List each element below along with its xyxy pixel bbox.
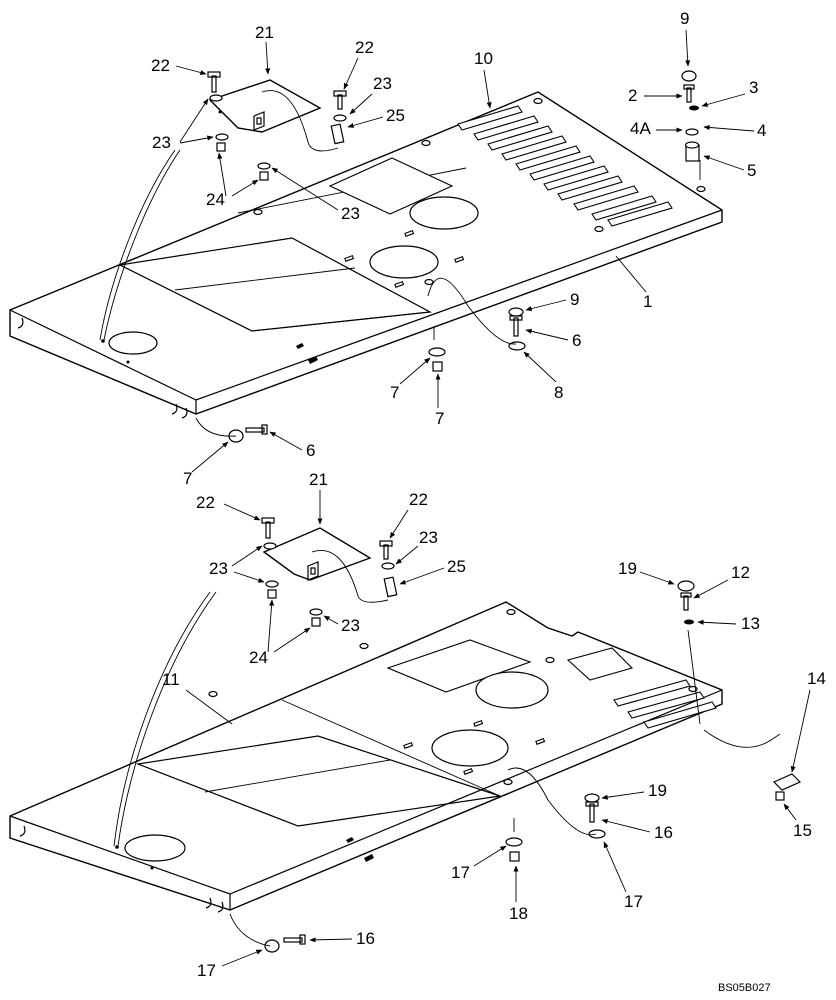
lower-pedal-hole: [124, 834, 186, 862]
upper-floor-plate: [9, 91, 723, 419]
callout-3: 3: [749, 78, 758, 97]
lower-callouts: 21 22 22 23 23 23 24 25 19 12 13 14: [162, 470, 826, 980]
upper-assembly: 21 22 22 23 23 23 24 25 10 9 2 3: [9, 9, 766, 488]
callout-11: 11: [162, 670, 180, 689]
callout-4A: 4A: [630, 119, 651, 138]
callout-5: 5: [747, 161, 756, 180]
callout-19: 19: [648, 781, 667, 800]
callout-13: 13: [741, 614, 760, 633]
callout-16: 16: [654, 823, 673, 842]
callout-7: 7: [183, 469, 192, 488]
lower-hardware: [261, 517, 802, 801]
callout-19: 19: [618, 559, 637, 578]
callout-21: 21: [309, 470, 328, 489]
callout-10: 10: [474, 49, 493, 68]
upper-bracket-21: [208, 79, 345, 152]
lower-bracket-21: [262, 527, 398, 603]
callout-17: 17: [624, 892, 643, 911]
callout-22: 22: [151, 56, 170, 75]
callout-15: 15: [793, 821, 812, 840]
callout-8: 7: [435, 409, 444, 428]
callout-25: 25: [386, 106, 405, 125]
callout-23: 23: [341, 616, 360, 635]
callout-7: 8: [554, 383, 563, 402]
callout-23: 23: [373, 74, 392, 93]
drawing-code: BS05B027: [718, 982, 771, 994]
upper-pedal-hole: [108, 331, 158, 355]
callout-22: 22: [409, 490, 428, 509]
callout-16: 16: [356, 929, 375, 948]
callout-25: 25: [447, 557, 466, 576]
upper-hardware: [207, 70, 700, 181]
upper-callouts: 21 22 22 23 23 23 24 25 10 9 2 3: [151, 9, 766, 488]
callout-17: 17: [197, 961, 216, 980]
callout-23: 23: [152, 133, 171, 152]
callout-24: 24: [206, 190, 225, 209]
lower-floor-plate: [9, 601, 723, 913]
lower-grille-slots: [613, 679, 717, 729]
callout-22: 22: [196, 493, 215, 512]
callout-23: 23: [341, 204, 360, 223]
upper-grille-slots: [457, 105, 673, 227]
callout-23: 23: [419, 528, 438, 547]
callout-21: 21: [255, 23, 274, 42]
callout-18: 18: [509, 904, 528, 923]
callout-9: 9: [570, 290, 579, 309]
callout-2: 2: [628, 86, 637, 105]
callout-17: 17: [451, 863, 470, 882]
callout-24: 24: [249, 648, 268, 667]
callout-22: 22: [355, 38, 374, 57]
callout-9: 9: [680, 9, 689, 28]
callout-4: 4: [757, 121, 766, 140]
callout-12: 12: [731, 563, 750, 582]
lower-assembly-lines: [113, 591, 781, 947]
callout-14: 14: [807, 669, 826, 688]
upper-assembly-lines: [99, 149, 701, 437]
lower-assembly: 21 22 22 23 23 23 24 25 19 12 13 14: [9, 470, 826, 980]
callout-6: 6: [572, 331, 581, 350]
callout-7: 7: [390, 383, 399, 402]
callout-6: 6: [306, 441, 315, 460]
lower-bottom-hardware: [264, 793, 606, 953]
callout-23: 23: [209, 559, 228, 578]
upper-bottom-hardware: [228, 307, 526, 443]
callout-1: 1: [643, 292, 652, 311]
